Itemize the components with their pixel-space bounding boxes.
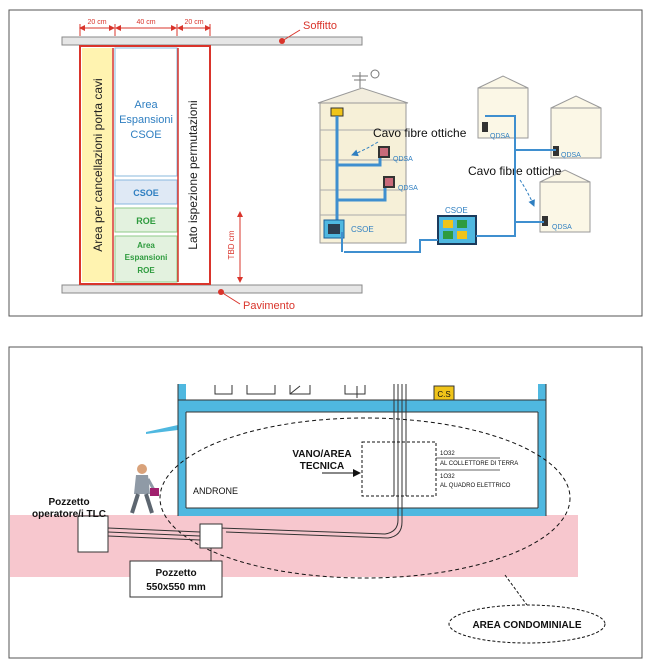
building-pit-box (199, 523, 223, 549)
dimension-row (79, 24, 211, 36)
androne-label: ANDRONE (193, 486, 238, 496)
riser-cables (219, 384, 407, 539)
csoe-label: CSOE (133, 188, 159, 198)
roe-label: ROE (136, 216, 156, 226)
top-panel: 20 cm 40 cm 20 cm Soffitto Pavimento Are… (8, 9, 643, 317)
pavimento-label: Pavimento (243, 300, 295, 312)
vano-label-2: TECNICA (300, 461, 344, 472)
line2-text: AL QUADRO ELETTRICO (440, 483, 511, 489)
building-csoe-label: CSOE (351, 225, 374, 234)
area-condominiale-ellipse (448, 604, 606, 644)
ground-csoe-cabinet (437, 215, 477, 245)
qdsa-box-5 (542, 216, 548, 226)
technician-icon (130, 464, 159, 514)
qdsa-box-3 (482, 122, 488, 132)
area-csoe-box (114, 47, 178, 177)
qdsa-label-3: QDSA (490, 133, 510, 140)
dim-right-label: 20 cm (184, 19, 203, 26)
line2-code: 1O32 (440, 474, 455, 480)
underground-cables (107, 527, 201, 541)
bottom-panel: C.S VANO/AREA TECNICA 1O32 AL COLLETTORE… (8, 346, 643, 659)
ceiling-slab (61, 36, 363, 46)
tbd-label: TBD cm (227, 230, 236, 259)
line1-text: AL COLLETTORE DI TERRA (440, 461, 518, 467)
area-csoe-line2: Espansioni (119, 114, 173, 126)
building-top-left (477, 75, 529, 139)
cable-area-strip (82, 48, 112, 282)
cabinet-frame (79, 45, 211, 285)
pozzetto-size-line1: Pozzetto (155, 568, 196, 579)
area-roe-line2: Espansioni (125, 253, 168, 262)
main-building (317, 69, 409, 244)
ground-csoe-label: CSOE (445, 206, 468, 215)
building-top-right (550, 95, 602, 159)
qdsa-label-4: QDSA (561, 152, 581, 159)
area-condominiale-label: AREA CONDOMINIALE (472, 620, 581, 631)
line1-code: 1O32 (440, 451, 455, 457)
pozzetto-op-line2: operatore/i TLC (32, 509, 106, 520)
area-roe-line3: ROE (137, 266, 155, 275)
vertical-right-label: Lato ispezione permutazioni (186, 100, 200, 249)
building-bottom (539, 169, 591, 233)
area-roe-box (114, 235, 178, 283)
condominium-area-ellipse (159, 417, 571, 579)
roof-box-icon (330, 107, 344, 117)
qdsa-label-2: QDSA (398, 185, 418, 192)
cavo-fibre-label-1: Cavo fibre ottiche (373, 126, 467, 140)
cs-label: C.S (437, 390, 450, 399)
vertical-left-label: Area per cancellazioni porta cavi (91, 78, 105, 251)
qdsa-label-5: QDSA (552, 224, 572, 231)
dim-mid-label: 40 cm (136, 19, 155, 26)
qdsa-label-1: QDSA (393, 156, 413, 163)
area-csoe-line1: Area (134, 99, 158, 111)
pozzetto-size-line2: 550x550 mm (146, 582, 206, 593)
vano-area-box (361, 441, 437, 497)
pozzetto-op-line1: Pozzetto (48, 497, 89, 508)
antenna-icon (352, 69, 380, 88)
vano-label-1: VANO/AREA (292, 449, 351, 460)
area-roe-line1: Area (137, 241, 155, 250)
pozzetto-size-box (129, 560, 223, 598)
dim-left-label: 20 cm (87, 19, 106, 26)
soffitto-label: Soffitto (303, 20, 337, 32)
cs-box (433, 385, 455, 401)
operator-pit-box (77, 515, 109, 553)
condominium-building (146, 384, 547, 516)
csoe-box (114, 179, 178, 205)
area-csoe-line3: CSOE (130, 129, 161, 141)
floor-slab (61, 284, 363, 294)
roe-box (114, 207, 178, 233)
